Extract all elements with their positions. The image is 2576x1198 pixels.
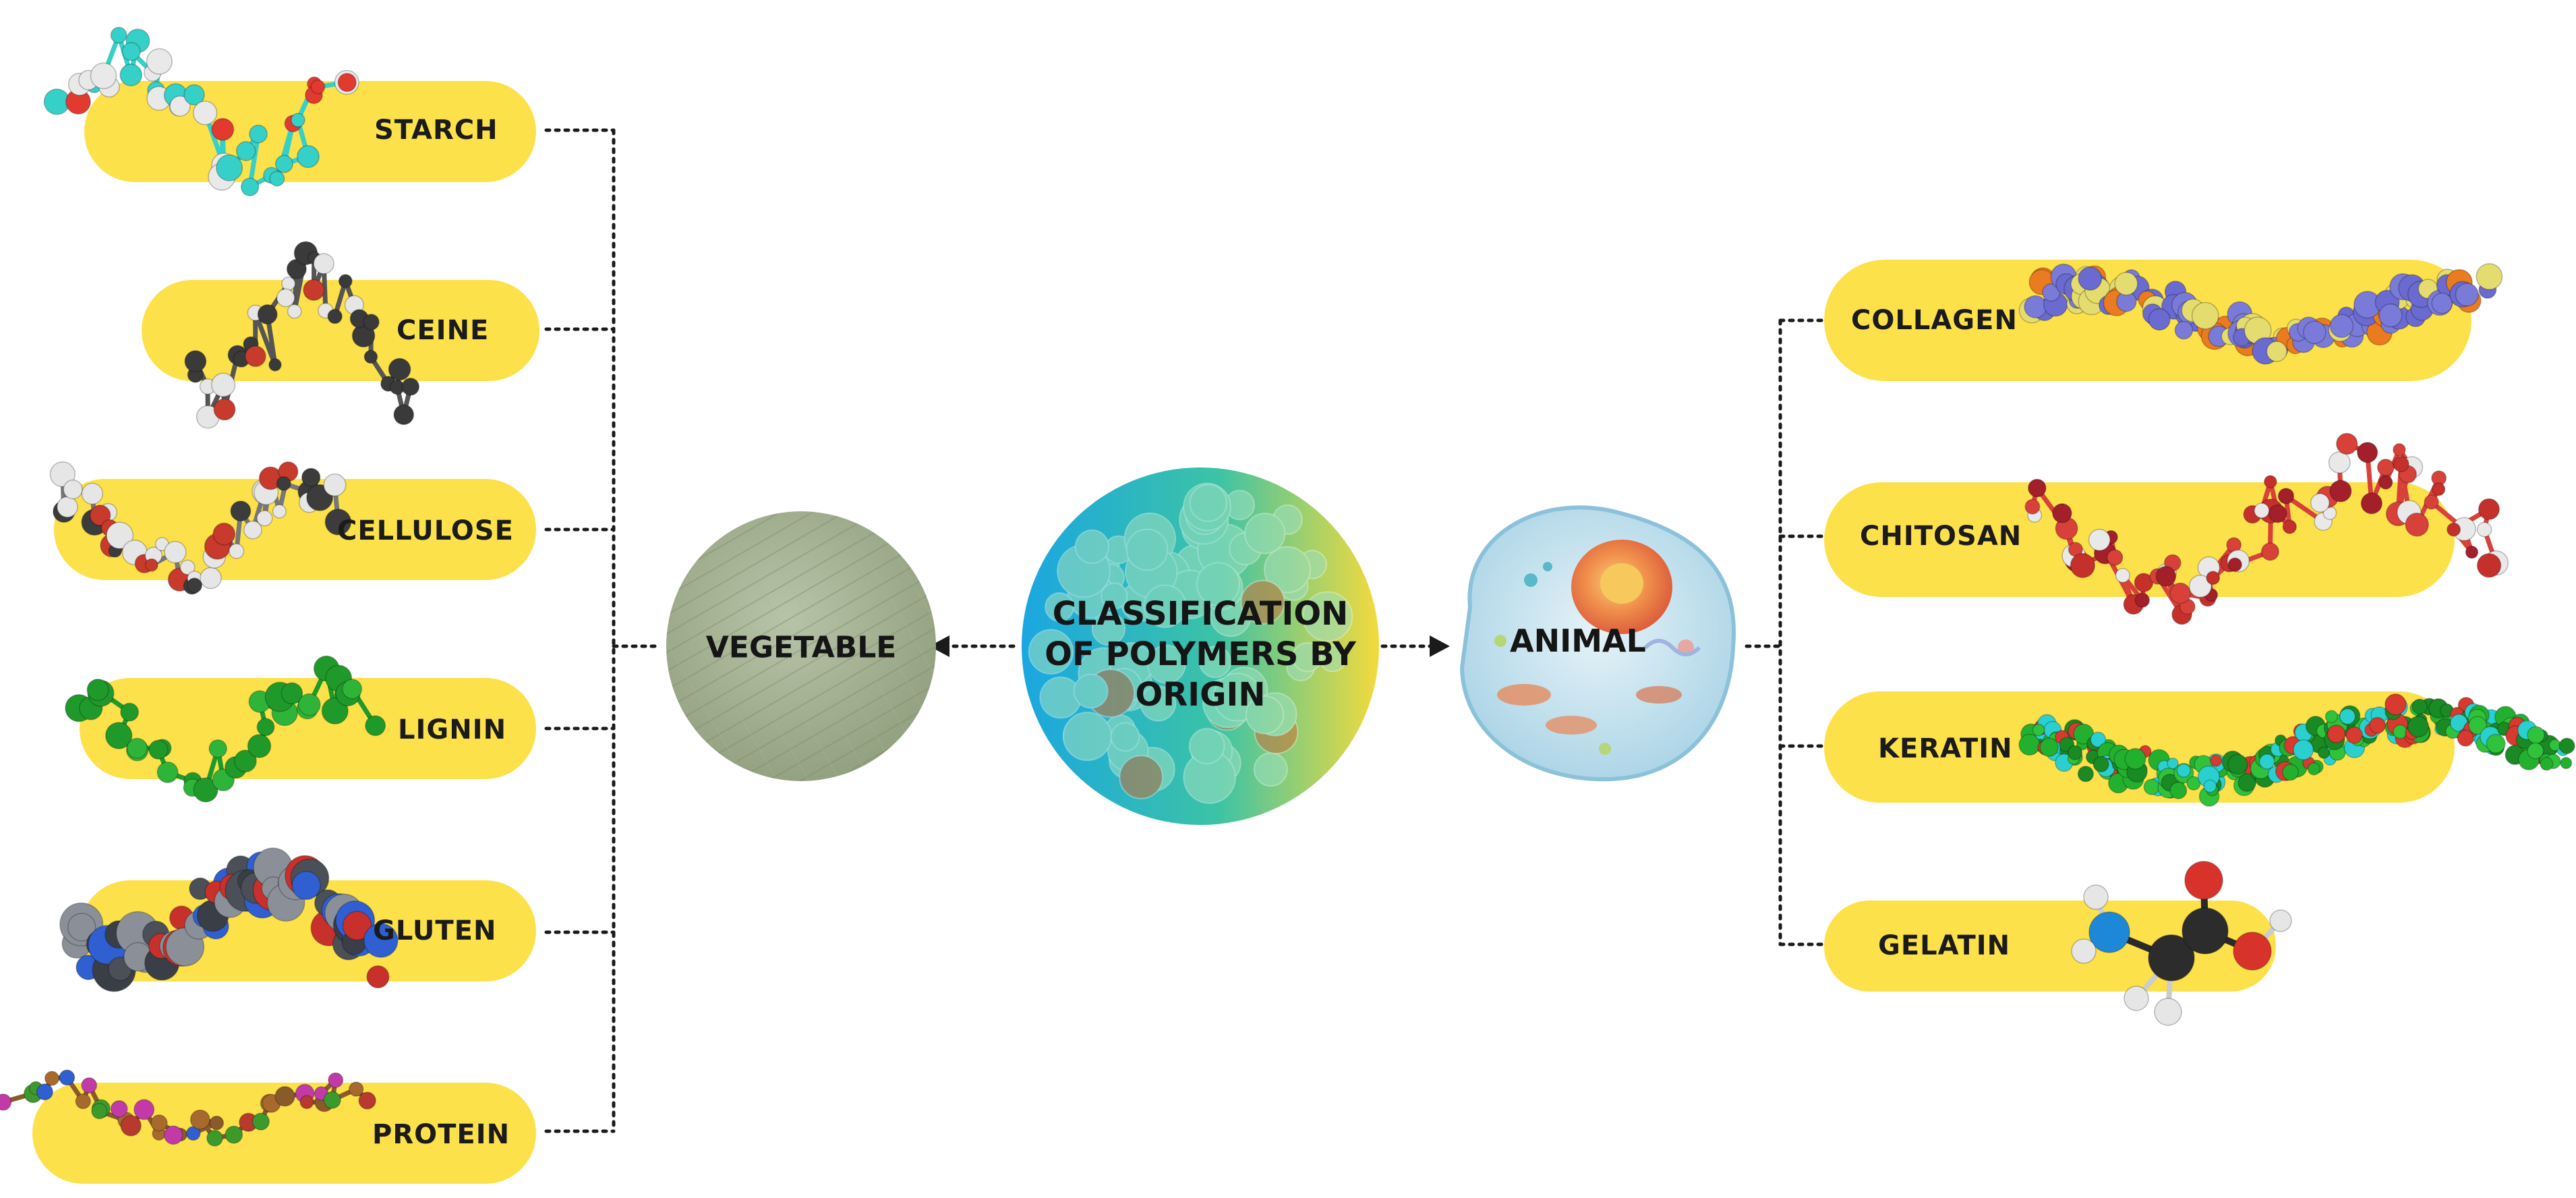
gelatin-label: GELATIN: [1878, 930, 2011, 961]
ceine-label: CEINE: [397, 315, 490, 346]
gluten-molecule-icon: [59, 847, 399, 992]
animal-hub-label: ANIMAL: [1510, 623, 1646, 659]
cellulose-label: CELLULOSE: [337, 515, 514, 546]
connector-lines: [544, 128, 1826, 1133]
center-title-line-2: OF POLYMERS BY: [1045, 635, 1356, 673]
arrowhead-right: [1430, 635, 1450, 657]
chitosan-molecule-icon: [2024, 432, 2509, 625]
keratin-molecule-icon: [2018, 693, 2575, 807]
vegetable-hub-label: VEGETABLE: [705, 630, 897, 665]
vegetable-hub-circle: [666, 511, 936, 781]
center-title-line-3: ORIGIN: [1135, 676, 1266, 714]
center-title: CLASSIFICATION OF POLYMERS BY ORIGIN: [1025, 594, 1376, 715]
keratin-label: KERATIN: [1878, 733, 2013, 764]
animal-cell-icon: [1459, 505, 1736, 782]
collagen-helix-icon: [2018, 263, 2503, 365]
protein-label: PROTEIN: [372, 1119, 510, 1150]
gelatin-molecule-icon: [2071, 861, 2292, 1026]
center-polymer-circle: [1022, 467, 1379, 825]
pill-lignin: [80, 678, 536, 779]
gluten-label: GLUTEN: [373, 915, 497, 946]
pill-protein: [32, 1083, 536, 1184]
chitosan-label: CHITOSAN: [1860, 521, 2022, 552]
arrowhead-left: [929, 635, 949, 657]
lignin-molecule-icon: [65, 655, 386, 803]
ceine-molecule-icon: [184, 241, 420, 429]
lignin-label: LIGNIN: [398, 714, 507, 745]
starch-molecule-icon: [43, 26, 359, 196]
starch-label: STARCH: [374, 115, 498, 146]
collagen-label: COLLAGEN: [1851, 305, 2018, 336]
center-title-line-1: CLASSIFICATION: [1052, 595, 1349, 633]
cellulose-molecule-icon: [49, 461, 352, 595]
protein-chain-icon: [0, 1069, 376, 1147]
pill-chitosan: [1824, 482, 2455, 597]
